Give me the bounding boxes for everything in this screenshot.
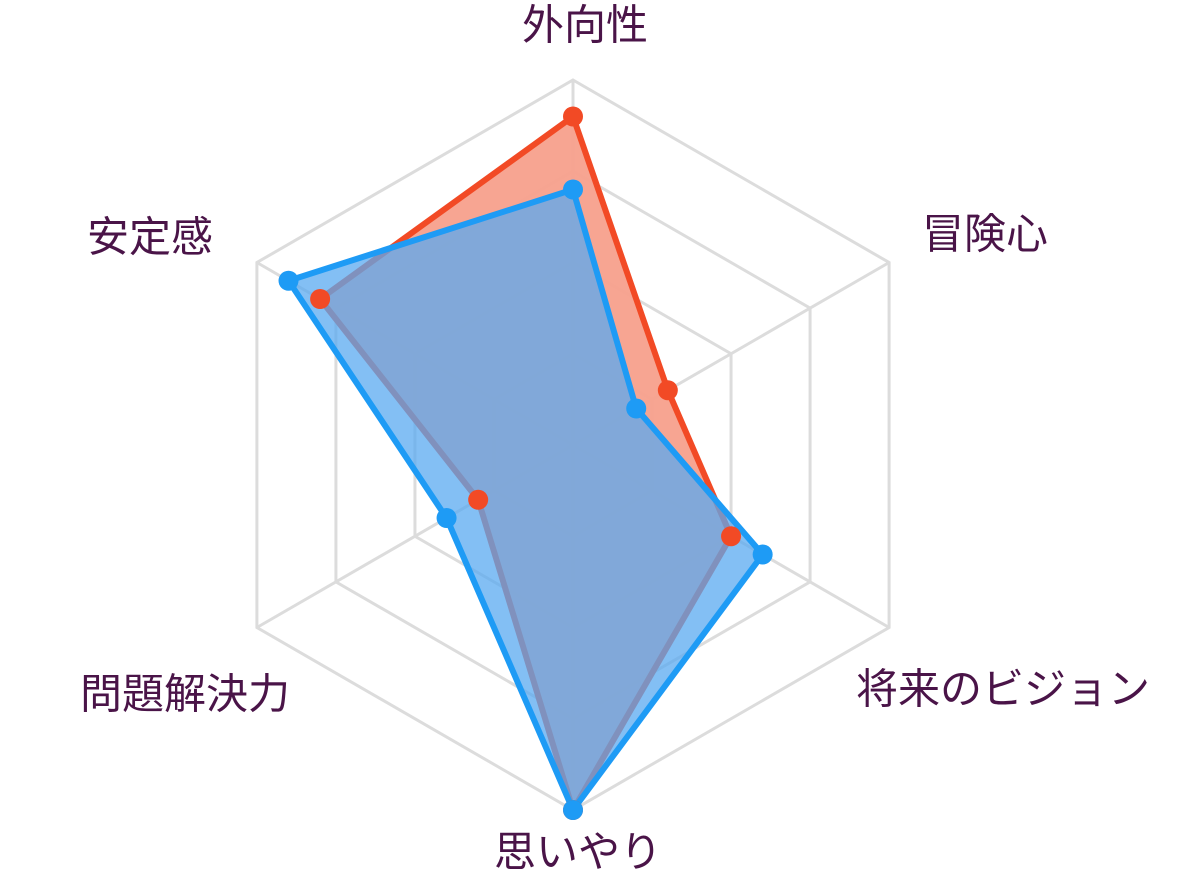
data-point-2-5 bbox=[436, 508, 457, 528]
axis-label: 冒険心 bbox=[922, 210, 1048, 259]
data-point-2-2 bbox=[626, 398, 647, 419]
data-point-2-4 bbox=[563, 800, 583, 820]
data-point-2-3 bbox=[752, 544, 773, 565]
data-point-1-1 bbox=[563, 106, 583, 127]
data-point-1-6 bbox=[310, 289, 331, 309]
axis-label: 安定感 bbox=[87, 213, 213, 262]
data-point-1-3 bbox=[721, 526, 742, 547]
data-point-1-5 bbox=[468, 489, 489, 510]
axis-label: 将来のビジョン bbox=[856, 665, 1150, 714]
series-area-2 bbox=[285, 186, 766, 813]
axis-label: 外向性 bbox=[522, 1, 648, 50]
data-point-2-6 bbox=[278, 270, 299, 291]
data-point-1-2 bbox=[657, 380, 678, 401]
axis-label: 問題解決力 bbox=[80, 670, 290, 719]
axis-label: 思いやり bbox=[494, 828, 662, 877]
data-point-2-1 bbox=[563, 179, 583, 200]
